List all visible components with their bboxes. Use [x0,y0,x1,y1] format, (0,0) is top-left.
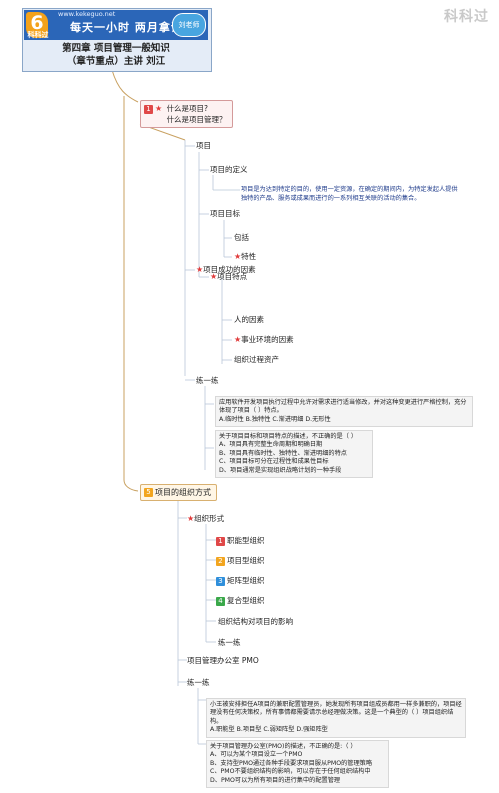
number-2-icon: 2 [216,556,225,566]
question-3: 小王被安排担任A项目的兼职配置管理员，她发现所有项目组成员都用一样多兼职的，项目… [206,698,466,738]
question-2: 关于项目目标和项目特点的描述，不正确的是（ ） A、项目具有完整生命周期和明确日… [215,430,373,479]
star-icon: ★ [234,335,242,344]
matrix-label: 矩阵型组织 [227,576,265,585]
functional-label: 职能型组织 [227,536,265,545]
question-1: 应用软件开发项目执行过程中允许对需求进行适当修改，并对这种变更进行严格控制，充分… [215,396,473,428]
node-practice-2[interactable]: 练一练 [218,638,241,647]
node-definition[interactable]: 项目的定义 [210,165,248,174]
chapter-subtitle: （章节重点）主讲 刘江 [66,56,166,67]
node-practice-3[interactable]: 练一练 [187,678,210,687]
logo-name: 科科过 [27,31,49,39]
node-characteristics[interactable]: ★项目特点 [210,271,247,282]
teacher-badge: 刘老师 [172,13,206,37]
connector-trunk-down [123,96,139,492]
star-icon: ★ [187,514,195,523]
success-label: 项目成功的因素 [203,265,256,274]
logo-mark: 6 [30,12,44,34]
node-practice-1[interactable]: 练一练 [196,376,219,385]
organization-mode-label: 项目的组织方式 [155,488,211,497]
node-success-factors[interactable]: ★项目成功的因素 [196,264,256,275]
chapter-title: 第四章 项目管理一般知识 [62,43,170,54]
slogan: 每天一小时 两月拿证 [70,21,183,34]
node-include[interactable]: 包括 [234,233,249,242]
node-human[interactable]: 人的因素 [234,315,264,324]
number-1-icon: 1 [216,536,225,546]
star-icon: ★ [234,252,242,261]
connector-root-trunk [111,69,139,103]
number-5-icon: 5 [144,488,153,497]
node-feature[interactable]: ★特性 [234,251,256,262]
number-1-icon: 1 [144,104,153,114]
question-4: 关于项目管理办公室(PMO)的描述，不正确的是:（ ） A、可以为某个项目设立一… [206,740,389,789]
node-line2: 什么是项目管理？ [166,115,227,124]
logo [26,12,48,38]
node-structure-impact[interactable]: 组织结构对项目的影响 [218,617,293,626]
site-url: www.kekeguo.net [58,10,116,18]
node-pmo[interactable]: 项目管理办公室 PMO [187,656,259,665]
characteristics-label: 项目特点 [217,272,248,281]
enterprise-env-label: 事业环境的因素 [241,335,294,344]
node-line1: 什么是项目? [166,104,209,113]
projectized-label: 项目型组织 [227,556,265,565]
node-org-assets[interactable]: 组织过程资产 [234,355,279,364]
node-xiangmu[interactable]: 项目 [196,141,211,150]
node-org-form[interactable]: ★组织形式 [187,513,224,524]
star-icon: ★ [155,104,163,113]
watermark: 科科过 [444,9,489,25]
star-icon: ★ [196,265,204,274]
node-enterprise-env[interactable]: ★事业环境的因素 [234,334,294,345]
org-form-label: 组织形式 [194,514,225,523]
node-goal[interactable]: 项目目标 [210,209,240,218]
star-icon: ★ [210,272,218,281]
number-3-icon: 3 [216,576,225,586]
composite-label: 复合型组织 [227,596,265,605]
definition-note: 项目是为达到特定的目的，使用一定资源，在确定的期间内，为特定发起人提供独特的产品… [241,186,458,202]
node-what-is-project[interactable]: 1★ 什么是项目? 什么是项目管理？ [140,100,233,128]
number-4-icon: 4 [216,596,225,606]
feature-label: 特性 [241,252,257,261]
